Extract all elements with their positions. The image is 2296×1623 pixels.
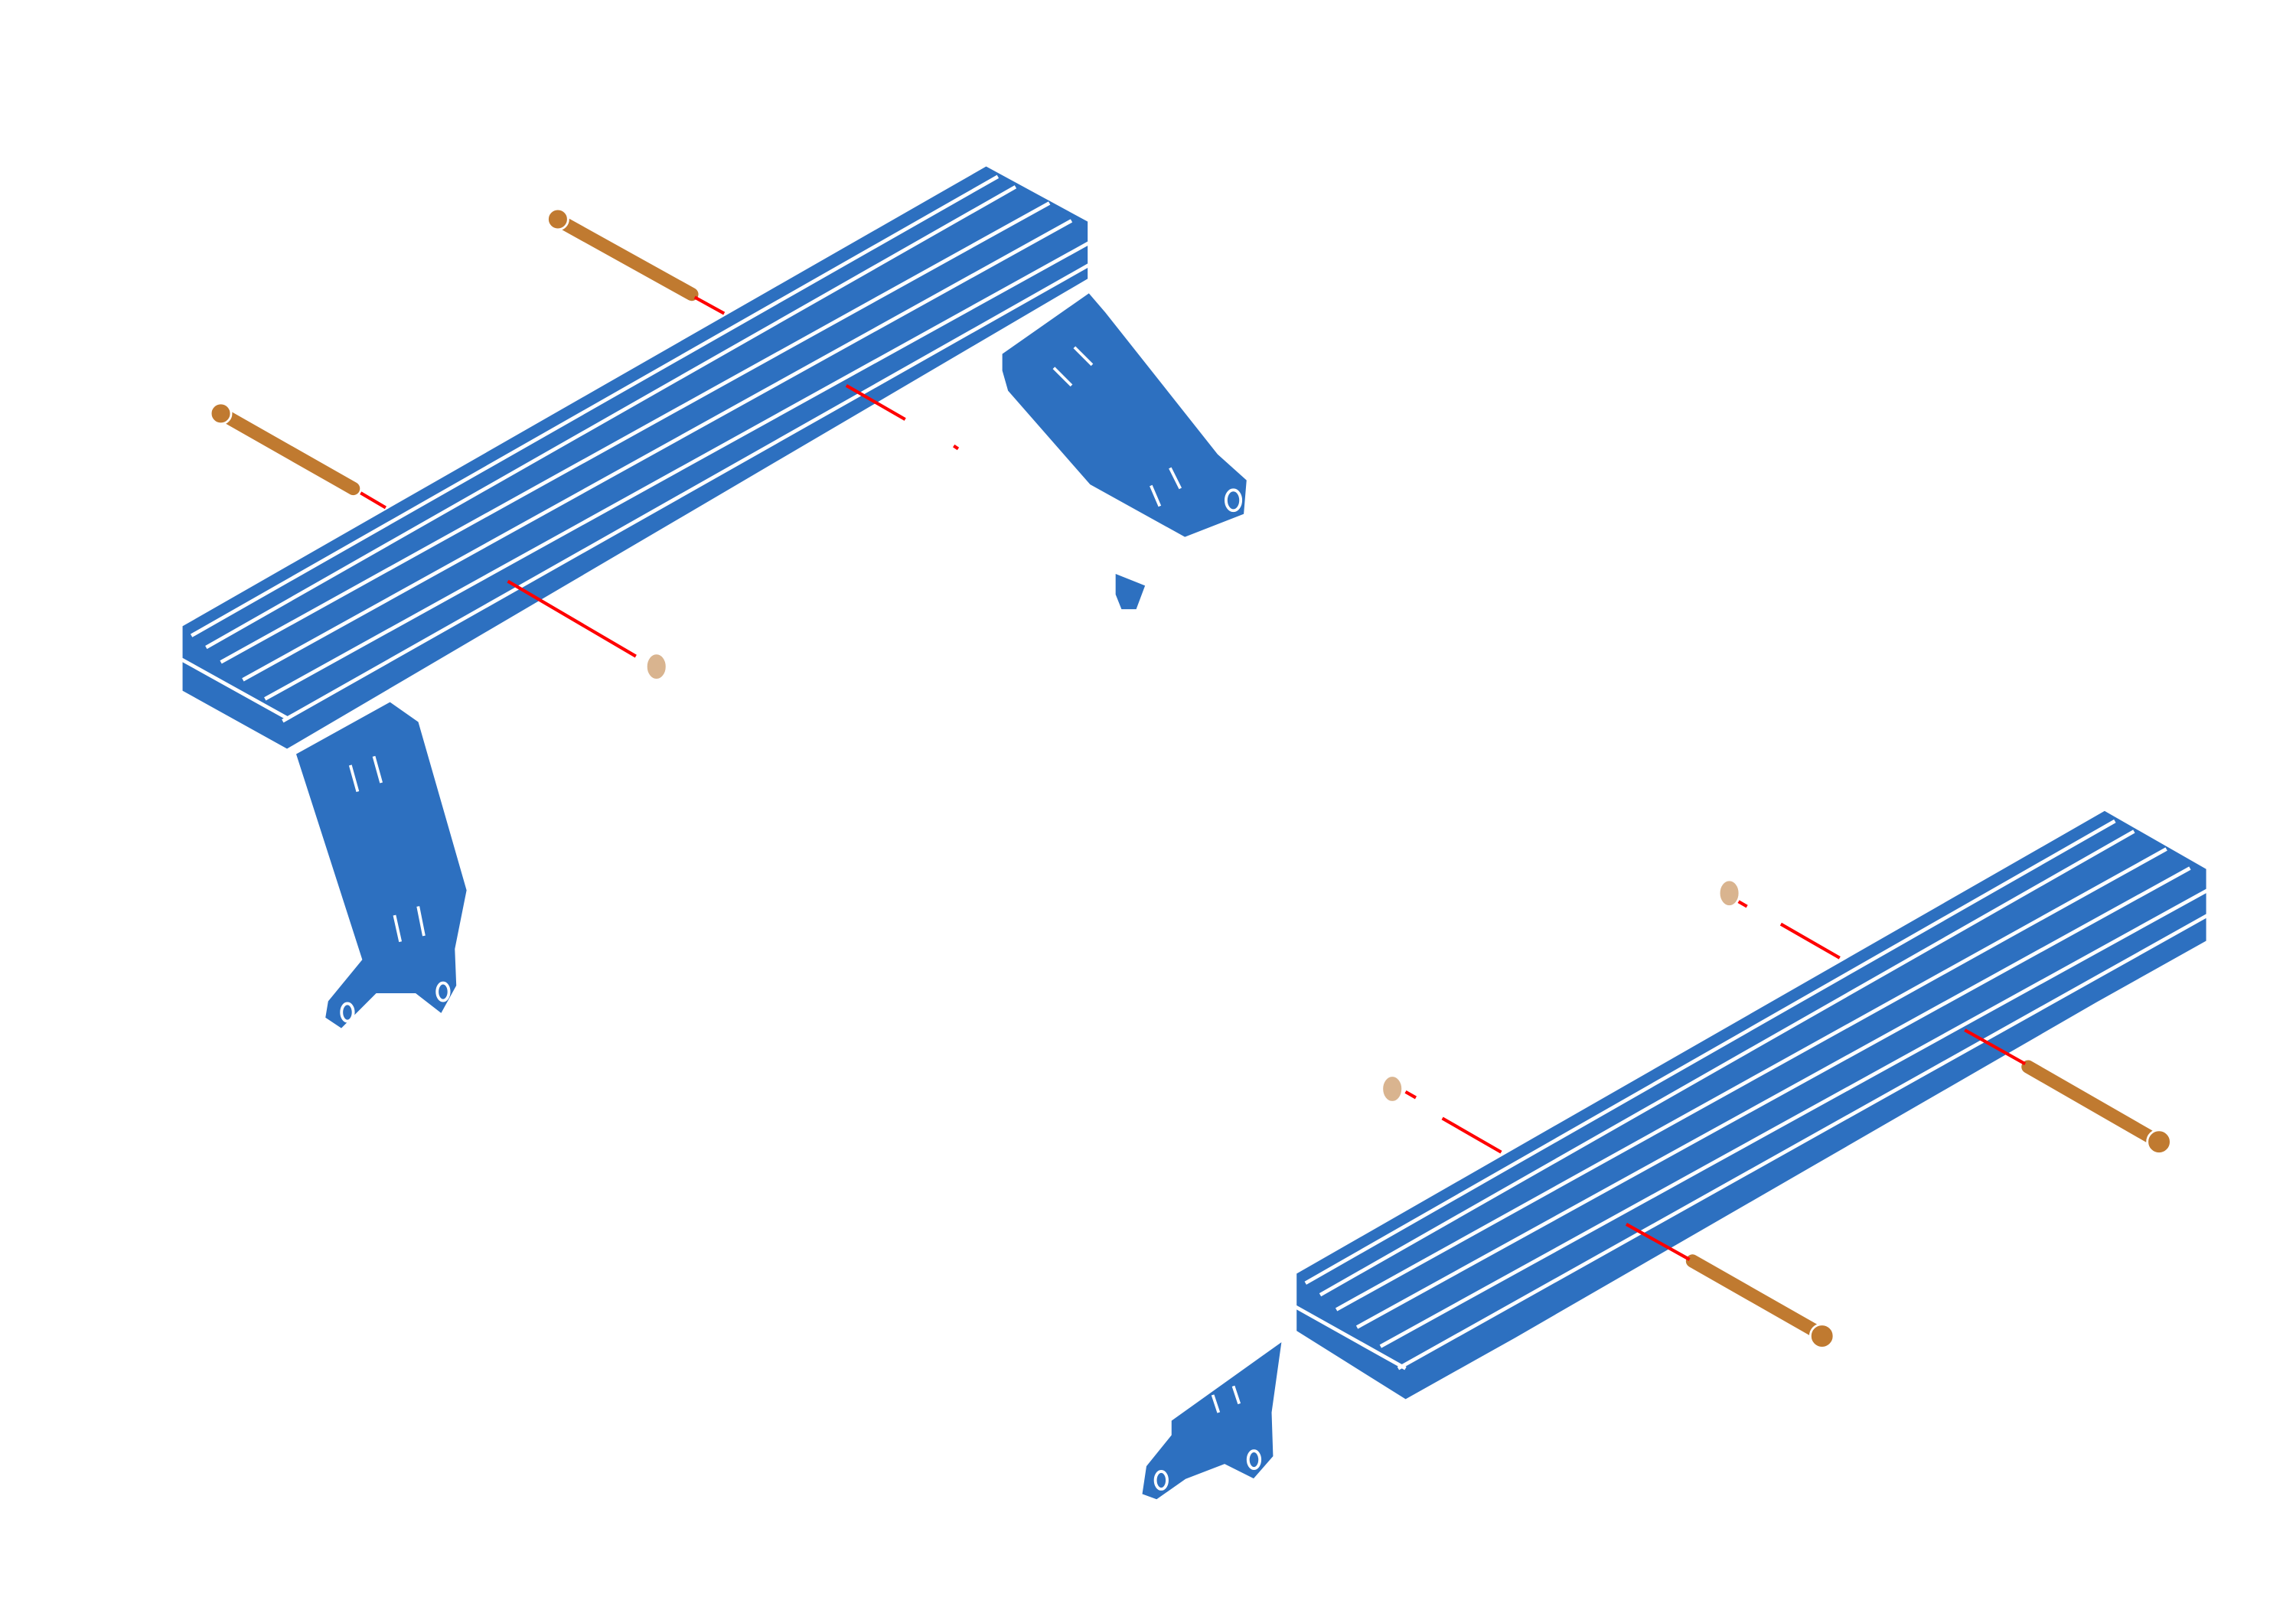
extrusion-rail-2 bbox=[1293, 807, 2210, 1403]
washer-2b bbox=[1381, 1074, 1404, 1103]
assembly-1 bbox=[179, 163, 1250, 1032]
bolt-1a bbox=[217, 408, 360, 496]
rear-bracket-slots bbox=[1052, 346, 1243, 513]
bolt-1a-head bbox=[209, 402, 233, 425]
axis-lines-2 bbox=[1404, 899, 2027, 1261]
extrusion-rail-1 bbox=[179, 163, 1091, 752]
bolt-2a bbox=[2021, 1060, 2163, 1147]
rear-bracket-lower-fragment bbox=[1115, 573, 1146, 610]
bolt-1b-head bbox=[546, 207, 569, 231]
axis-lines-1 bbox=[360, 295, 960, 658]
washer-1 bbox=[644, 652, 668, 681]
rail-2-stripes bbox=[1294, 819, 2209, 1370]
bracket-2 bbox=[1139, 1335, 1286, 1503]
rear-bracket bbox=[999, 289, 1250, 540]
bolt-2b-head bbox=[1808, 1323, 1835, 1349]
assembly-2 bbox=[1139, 807, 2210, 1503]
front-bracket bbox=[292, 699, 470, 1032]
bolt-2a-head bbox=[2146, 1129, 2172, 1155]
rail-1-stripes bbox=[180, 174, 1091, 723]
bolt-1b bbox=[553, 213, 699, 301]
bracket-2-slots bbox=[1153, 1385, 1262, 1491]
washer-2a bbox=[1717, 878, 1741, 908]
front-bracket-slots bbox=[340, 755, 451, 1023]
bolt-2b bbox=[1685, 1254, 1826, 1340]
